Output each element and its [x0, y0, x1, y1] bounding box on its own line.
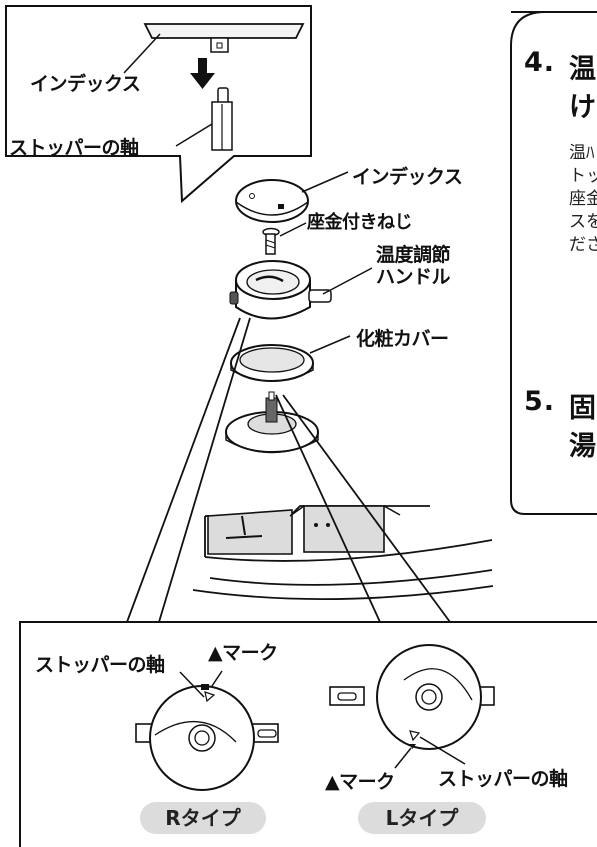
- r-stopper-label: ストッパーの軸: [35, 654, 165, 676]
- step4-body-line: ださ: [569, 235, 597, 255]
- temperature-handle: [229, 260, 332, 320]
- l-stopper-label: ストッパーの軸: [438, 768, 568, 790]
- decorative-cover: [230, 344, 314, 382]
- detail-frame: [19, 621, 597, 847]
- l-type-badge: Lタイプ: [358, 802, 486, 834]
- inset-stopper-shaft: [211, 87, 233, 151]
- counter: [192, 505, 494, 600]
- handle-label-line2: ハンドル: [376, 266, 451, 288]
- index-label: インデックス: [352, 166, 463, 188]
- r-mark-label: ▲マーク: [208, 642, 278, 664]
- screw-label: 座金付きねじ: [307, 212, 413, 233]
- step4-title-line1: 温: [569, 54, 597, 85]
- washer-screw: [262, 227, 280, 255]
- inset-frame: [5, 5, 312, 204]
- step5-title-line1: 固: [569, 393, 597, 424]
- index-disc: [235, 179, 309, 223]
- handle-label-line1: 温度調節: [376, 244, 451, 266]
- step4-body-line: 座金: [569, 189, 597, 209]
- r-type-badge: Rタイプ: [140, 802, 266, 834]
- step4-body-line: 温ﾊ: [569, 143, 595, 163]
- down-arrow-icon: [190, 58, 215, 89]
- step4-body-line: スを: [569, 212, 597, 232]
- r-type-disc: [135, 684, 279, 791]
- handle-label: 温度調節 ハンドル: [376, 244, 451, 288]
- l-type-disc: [329, 644, 495, 750]
- step4-title-line2: け: [569, 92, 597, 123]
- valve-base: [225, 391, 319, 454]
- inset-index-side-view: [143, 23, 305, 53]
- step4-number: 4.: [524, 47, 556, 78]
- l-mark-label: ▲マーク: [325, 771, 395, 793]
- step4-body-line: トッ: [569, 166, 597, 186]
- cover-label: 化粧カバー: [356, 328, 449, 350]
- inset-index-label: インデックス: [30, 73, 141, 95]
- inset-stopper-label: ストッパーの軸: [9, 137, 139, 159]
- step-panel-frame: [510, 11, 597, 515]
- step5-title-line2: 湯: [569, 431, 597, 462]
- step5-number: 5.: [524, 386, 556, 417]
